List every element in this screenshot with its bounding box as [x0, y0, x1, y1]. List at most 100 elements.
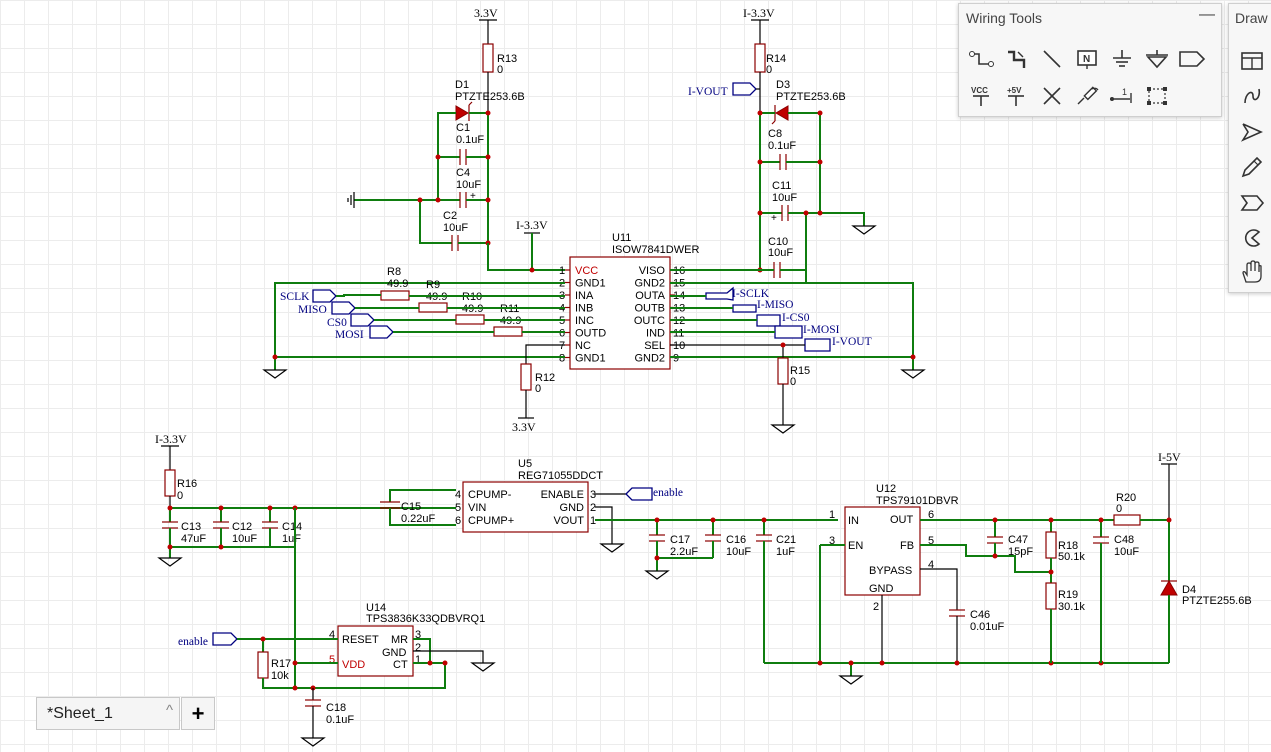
ref-c46: C46 [970, 609, 990, 621]
capacitor-c13[interactable]: C13 47uF [162, 508, 206, 547]
u5-pin-name: CPUMP- [468, 489, 512, 501]
power-i3v3-mid[interactable]: I-3.3V [516, 218, 548, 273]
polygon-tool-button[interactable] [1237, 189, 1267, 217]
ref-u5: U5 [518, 458, 532, 470]
net-flag-ics0[interactable]: I-CS0 [756, 312, 810, 327]
capacitor-c16[interactable]: C16 10uF [705, 520, 751, 558]
resistor-r18[interactable]: R18 50.1k [1045, 520, 1085, 583]
resistor-r17[interactable]: R17 10k [257, 651, 291, 682]
resistor-r19[interactable]: R19 30.1k [1045, 582, 1085, 663]
curve-tool-button[interactable] [1237, 82, 1267, 110]
bbox-tool-button[interactable] [1142, 82, 1172, 110]
bus-tool-button[interactable] [1002, 45, 1032, 73]
capacitor-c14[interactable]: C14 1uF [262, 508, 302, 547]
svg-text:VCC: VCC [971, 86, 988, 95]
net-flag-enable-u5[interactable]: enable [595, 487, 683, 501]
plus5v-tool-button[interactable]: +5V [1002, 82, 1032, 110]
capacitor-c15[interactable]: C15 0.22uF [380, 489, 456, 526]
capacitor-c2[interactable]: C2 10uF [443, 210, 488, 251]
arc-tool-button[interactable] [1237, 224, 1267, 252]
net-flag-sclk[interactable]: SCLK [280, 289, 337, 303]
pin-tool-button[interactable]: 1 [1107, 82, 1137, 110]
arrow-tool-button[interactable] [1237, 118, 1267, 146]
val-c4: 10uF [456, 179, 481, 191]
no-connect-tool-button[interactable] [1037, 82, 1067, 110]
pencil-tool-button[interactable] [1237, 153, 1267, 181]
capacitor-c47[interactable]: C47 15pF [987, 520, 1033, 558]
svg-text:GND: GND [869, 583, 894, 595]
power-3v3-top[interactable]: 3.3V [474, 6, 498, 44]
net-flag-mosi[interactable]: MOSI [335, 325, 394, 341]
resistor-r12[interactable]: R12 0 [520, 363, 555, 395]
diode-d1[interactable]: D1 PTZTE253.6B [455, 79, 525, 121]
capacitor-c4[interactable]: C4 10uF + [420, 167, 488, 208]
power-label-bottom: 3.3V [512, 420, 536, 434]
val-c2: 10uF [443, 222, 468, 234]
net-flag-imiso[interactable]: I-MISO [732, 299, 793, 313]
net-flag-isclk[interactable]: I-SCLK [705, 286, 770, 301]
capacitor-c11[interactable]: C11 10uF + [760, 180, 820, 224]
resistor-r20[interactable]: R20 0 [1113, 492, 1141, 526]
table-tool-button[interactable] [1237, 47, 1267, 75]
diode-d4[interactable]: D4 PTZTE255.6B [1160, 520, 1252, 663]
net-flag-ivout-top[interactable]: I-VOUT [688, 82, 760, 98]
ic-u14[interactable]: U14 TPS3836K33QDBVRQ1 [337, 602, 485, 677]
capacitor-c46[interactable]: C46 0.01uF [949, 609, 1005, 663]
capacitor-c18[interactable]: C18 0.1uF [305, 688, 354, 738]
ic-u5[interactable]: U5 REG71055DDCT [462, 458, 603, 533]
power-i3v3-left[interactable]: I-3.3V [155, 432, 187, 470]
capacitor-c1[interactable]: C1 0.1uF [438, 122, 488, 165]
line-tool-button[interactable] [1037, 45, 1067, 73]
ref-c18: C18 [326, 702, 346, 714]
chevron-up-icon[interactable]: ^ [165, 702, 173, 719]
vcc-tool-button[interactable]: VCC [967, 82, 997, 110]
net-flag-tool-button[interactable] [1177, 45, 1207, 73]
net-flag-ivout-mid[interactable]: I-VOUT [804, 336, 872, 352]
capacitor-c8[interactable]: C8 0.1uF [760, 128, 820, 170]
resistor-r13[interactable]: R13 0 [482, 43, 517, 76]
net-flag-miso[interactable]: MISO [298, 301, 356, 316]
val-c12: 10uF [232, 533, 257, 545]
capacitor-c10[interactable]: C10 10uF [768, 236, 793, 278]
val-c21: 1uF [776, 546, 795, 558]
probe-tool-button[interactable] [1072, 82, 1102, 110]
ground-c11[interactable] [851, 225, 877, 235]
net-port-tool-button[interactable] [1142, 45, 1172, 73]
val-r17: 10k [271, 670, 289, 682]
power-i3v3-top[interactable]: I-3.3V [743, 6, 775, 44]
ic-u12[interactable]: U12 TPS79101DBVR [844, 483, 959, 596]
minimize-button[interactable]: — [1199, 6, 1215, 23]
net-label-tool-button[interactable]: N [1072, 45, 1102, 73]
draw-panel[interactable]: Draw [1228, 3, 1271, 293]
capacitor-c17[interactable]: C17 2.2uF [649, 520, 698, 571]
pan-tool-button[interactable] [1237, 258, 1267, 286]
add-sheet-button[interactable]: + [181, 697, 215, 730]
val-c11: 10uF [772, 192, 797, 204]
resistor-r15[interactable]: R15 0 [777, 357, 810, 388]
net-flag-cs0[interactable]: CS0 [327, 313, 375, 329]
svg-text:+: + [470, 191, 476, 202]
power-label: I-3.3V [743, 6, 775, 20]
capacitor-c48[interactable]: C48 10uF [1093, 520, 1139, 663]
u5-pin-name: VIN [468, 502, 486, 514]
u11-pin-name: NC [575, 340, 591, 352]
net-label-icon: N [1077, 50, 1097, 69]
ground-left-top[interactable] [347, 192, 420, 208]
net-flag-imosi[interactable]: I-MOSI [774, 324, 840, 339]
ic-u11[interactable]: U11 ISOW7841DWER [569, 232, 699, 370]
capacitor-c12[interactable]: C12 10uF [213, 508, 257, 547]
power-i5v[interactable]: I-5V [1158, 450, 1181, 520]
capacitor-c21[interactable]: C21 1uF [756, 520, 796, 663]
resistor-r14[interactable]: R14 0 [754, 43, 786, 76]
ref-c2: C2 [443, 210, 457, 222]
u11-pin-num: 7 [559, 340, 565, 352]
ref-r14: R14 [766, 53, 786, 65]
ground-tool-button[interactable] [1107, 45, 1137, 73]
net-flag-enable-u14[interactable]: enable [178, 632, 238, 648]
wire-tool-button[interactable] [967, 45, 997, 73]
diode-d3[interactable]: D3 PTZTE253.6B [771, 79, 846, 125]
wiring-tools-panel[interactable]: Wiring Tools — N VCC +5V 1 [958, 3, 1222, 117]
sheet-tab[interactable]: *Sheet_1 ^ [36, 697, 180, 730]
